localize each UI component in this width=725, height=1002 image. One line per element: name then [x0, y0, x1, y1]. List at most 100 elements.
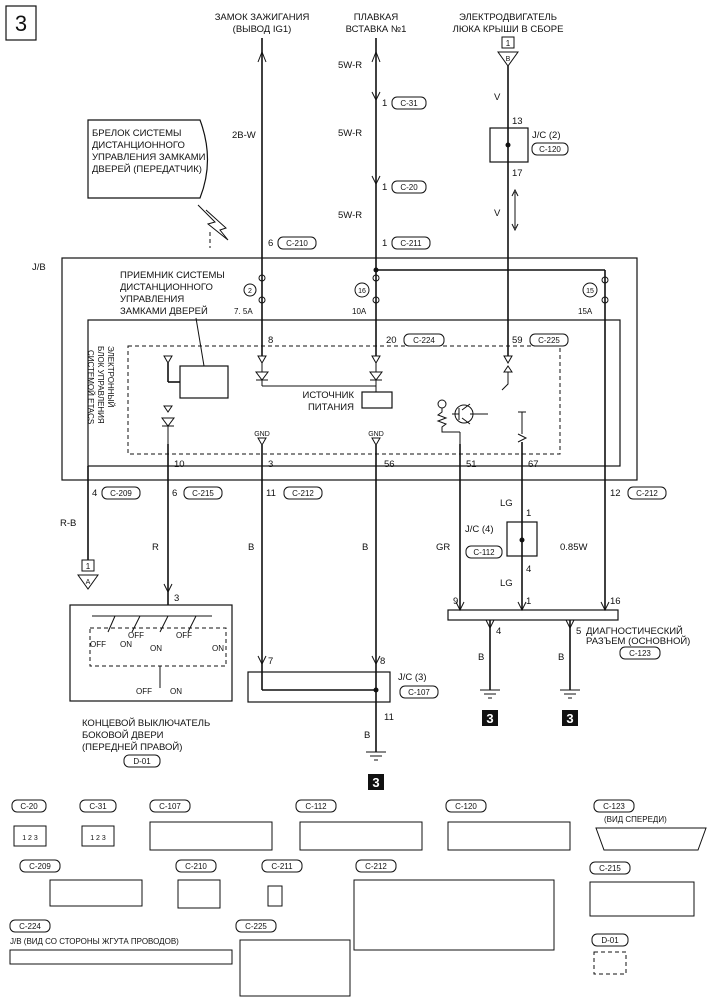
door-switch-pin: 3: [174, 593, 179, 604]
c112-tag: [465, 545, 503, 559]
gnd-label-1: GND: [254, 431, 270, 438]
legend-c224-label: C-224: [19, 922, 41, 931]
legend-c211-label: C-211: [271, 862, 293, 871]
c112-label: C-112: [473, 548, 495, 557]
legend-c20-tag: [11, 799, 47, 813]
receiver-module: [179, 365, 229, 399]
legend-c209-shape: [49, 879, 143, 907]
diode-icon: [161, 417, 175, 427]
diag-label-line-2: РАЗЪЕМ (ОСНОВНОЙ): [586, 635, 690, 647]
legend-c123-tag: [593, 799, 635, 813]
switch-off-3: OFF: [176, 631, 192, 640]
c224-pin-20: 20: [386, 335, 397, 346]
wire-arrow-icon: [257, 50, 267, 63]
wire-label-b3: B: [364, 730, 370, 741]
c120-label: C-120: [539, 145, 561, 154]
transmitter-shape: [87, 119, 209, 199]
door-switch-caption-3: (ПЕРЕДНЕЙ ПРАВОЙ): [82, 741, 182, 753]
connector-arrow-icon: [371, 175, 381, 186]
connector-arrow-icon: [371, 91, 381, 102]
power-source-line-2: ПИТАНИЯ: [308, 402, 354, 413]
connector-arrow-icon: [257, 655, 267, 666]
c31-pin: 1: [382, 98, 387, 109]
door-switch-caption-1: КОНЦЕВОЙ ВЫКЛЮЧАТЕЛЬ: [82, 717, 210, 729]
sunroof-ref-arrow-icon: [497, 51, 519, 67]
ground-ref-number: 3: [566, 711, 573, 726]
diag-pin-16: 16: [610, 596, 621, 607]
legend-c123-view: (ВИД СПЕРЕДИ): [604, 815, 667, 824]
legend-c123-shape: [595, 827, 707, 851]
c215-tag: [183, 486, 223, 500]
jb-pin-51: 51: [466, 459, 477, 470]
legend-c120-shape: [447, 821, 571, 851]
receiver-line-2: ДИСТАНЦИОННОГО: [120, 282, 213, 293]
diag-pin-5: 5: [576, 626, 581, 637]
legend-c31-shape: [81, 825, 115, 847]
legend-c209-label: C-209: [29, 862, 51, 871]
switch-on-4: ON: [170, 687, 182, 696]
fuse-terminal: [258, 274, 266, 282]
legend-c225-shape: [239, 939, 351, 997]
etacs-dashed-boundary: [127, 345, 561, 455]
c212a-pin: 11: [266, 488, 276, 499]
ground-ref-badge: [562, 710, 578, 726]
ref-number: 1: [86, 562, 91, 571]
jc3-box: [247, 671, 391, 703]
c120-tag: [531, 142, 569, 156]
jc4-label: J/C (4): [465, 524, 494, 535]
c224-pin-8: 8: [268, 335, 273, 346]
etacs-line-1: ЭЛЕКТРОННЫЙ: [106, 346, 115, 408]
c211-label: C-211: [400, 239, 422, 248]
etacs-internal: [501, 372, 509, 391]
c31-label: C-31: [400, 99, 418, 108]
fuse16-badge: [354, 282, 370, 298]
fusible-link-label: ПЛАВКАЯ: [354, 12, 399, 23]
c215-label: C-215: [192, 489, 214, 498]
wire-label-lg2: LG: [500, 578, 513, 589]
ground-icon: [560, 689, 580, 699]
switch-off-2: OFF: [128, 631, 144, 640]
fuse-terminal: [258, 296, 266, 304]
jb-pin-56: 56: [384, 459, 395, 470]
fuse-terminal: [601, 276, 609, 284]
legend-c210-tag: [175, 859, 217, 873]
jc2-pin-top: 13: [512, 116, 523, 127]
legend-c211-shape: [267, 885, 283, 907]
fuse2-badge: [243, 283, 257, 297]
ground-icon: [366, 751, 386, 761]
door-switch-caption-2: БОКОВОЙ ДВЕРИ: [82, 729, 164, 741]
etacs-line-3: СИСТЕМОЙ ETACS: [86, 350, 95, 424]
legend-c120-label: C-120: [455, 802, 477, 811]
legend-c210-label: C-210: [185, 862, 207, 871]
legend-c215-tag: [589, 861, 631, 875]
c20-label: C-20: [400, 183, 418, 192]
diag-pin-9: 9: [453, 596, 458, 607]
pin-arrow-icon: [371, 437, 381, 447]
sunroof-motor-label: ЭЛЕКТРОДВИГАТЕЛЬ: [459, 12, 557, 23]
transmitter-line-2: ДИСТАНЦИОННОГО: [92, 140, 185, 151]
pin-arrow-icon: [257, 355, 267, 365]
switch-off-1: OFF: [90, 640, 106, 649]
wire-label-5wr-1: 5W-R: [338, 60, 362, 71]
door-switch-box: [69, 604, 233, 702]
wire-label-v1: V: [494, 92, 501, 103]
c210-pin: 6: [268, 238, 273, 249]
c20-pin: 1: [382, 182, 387, 193]
legend-c212-tag: [355, 859, 397, 873]
receiver-line-1: ПРИЕМНИК СИСТЕМЫ: [120, 270, 225, 281]
c224-tag: [403, 333, 445, 347]
wire-label-085w: 0.85W: [560, 542, 587, 553]
diag-label-line-1: ДИАГНОСТИЧЕСКИЙ: [586, 625, 683, 637]
legend-c224-desc: J/B (ВИД СО СТОРОНЫ ЖГУТА ПРОВОДОВ): [10, 937, 179, 946]
c212b-tag: [627, 486, 667, 500]
wire-label-5wr-2: 5W-R: [338, 128, 362, 139]
jc2-pin-bottom: 17: [512, 168, 523, 179]
fuse2-number: 2: [248, 288, 252, 295]
page-number-box: [5, 5, 37, 41]
c209-pin: 4: [92, 488, 97, 499]
bidirectional-arrow-icon: [511, 188, 519, 232]
legend-c211-tag: [261, 859, 303, 873]
pin-arrow-icon: [371, 355, 381, 365]
wire-label-5wr-3: 5W-R: [338, 210, 362, 221]
door-switch-dashed: [89, 627, 227, 667]
